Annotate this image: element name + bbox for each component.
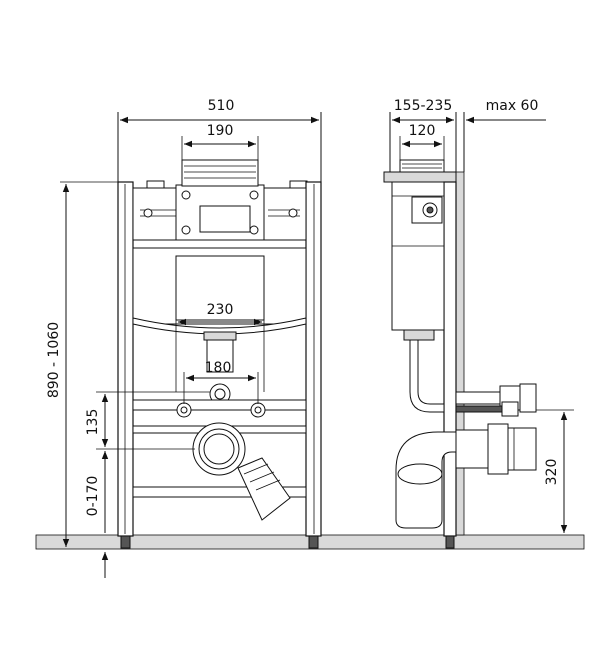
dim-0-170: 0-170: [85, 476, 101, 517]
dim-135: 135: [85, 409, 101, 436]
dim-max-60: max 60: [486, 98, 539, 114]
front-view: [117, 159, 322, 549]
wall: [455, 171, 465, 536]
left-upright: [117, 181, 134, 537]
side-upright: [443, 181, 457, 537]
dim-180: 180: [205, 360, 232, 376]
dim-155-235: 155-235: [394, 98, 453, 114]
right-upright: [305, 181, 322, 537]
dim-890-1060: 890 - 1060: [46, 322, 62, 398]
dim-510: 510: [208, 98, 235, 114]
dim-120: 120: [409, 123, 436, 139]
side-view: [383, 159, 537, 549]
dim-230: 230: [207, 302, 234, 318]
side-dimension-lines: [389, 112, 574, 533]
dim-320: 320: [544, 459, 560, 486]
dim-190: 190: [207, 123, 234, 139]
front-dimension-lines: [60, 112, 322, 578]
